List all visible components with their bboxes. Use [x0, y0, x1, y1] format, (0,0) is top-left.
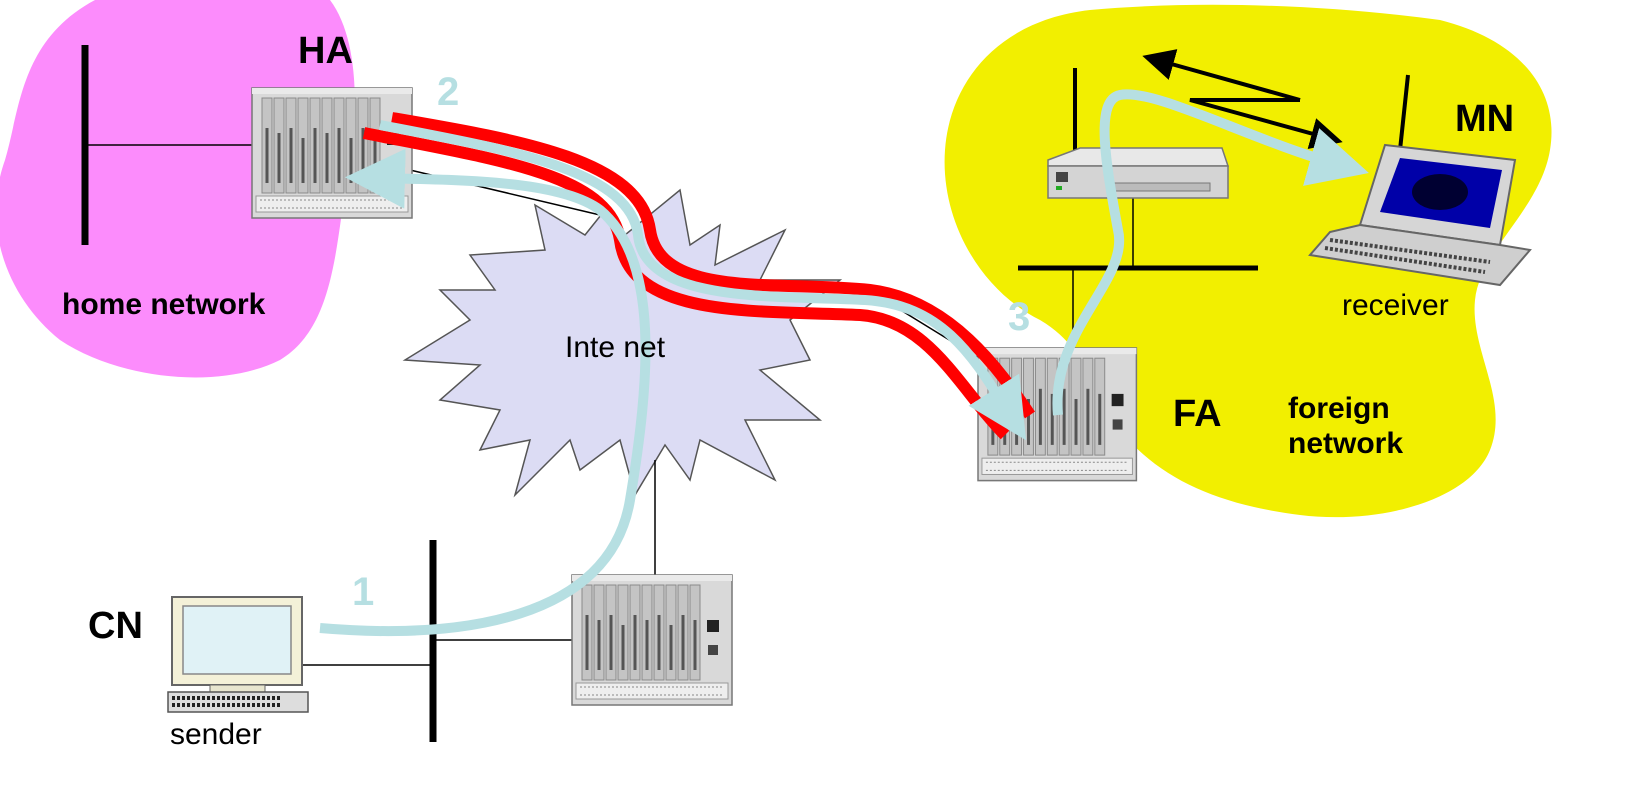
cn-computer-icon — [167, 596, 309, 713]
wireless-link-icon — [1142, 49, 1343, 150]
foreign-network-label-line1: foreign — [1288, 392, 1390, 425]
cn-label: CN — [88, 605, 143, 647]
foreign-network-label-line2: network — [1288, 427, 1404, 460]
ha-router-icon — [250, 86, 414, 220]
internet-label: Inte net — [565, 331, 666, 364]
internet-cloud — [402, 188, 843, 498]
access-point-icon — [1047, 68, 1230, 199]
step-1-label: 1 — [352, 570, 375, 614]
mn-laptop-icon — [1308, 74, 1532, 287]
data-flow-path — [319, 89, 1369, 636]
ha-label: HA — [298, 30, 353, 72]
step-3-label: 3 — [1008, 295, 1031, 339]
home-network-label: home network — [62, 288, 266, 321]
tunnel-path — [362, 112, 1035, 440]
receiver-label: receiver — [1342, 289, 1449, 322]
mn-label: MN — [1455, 98, 1515, 140]
step-2-label: 2 — [437, 70, 460, 114]
fa-label: FA — [1173, 393, 1222, 435]
sender-label: sender — [170, 718, 262, 751]
internet-router-icon — [570, 573, 734, 707]
